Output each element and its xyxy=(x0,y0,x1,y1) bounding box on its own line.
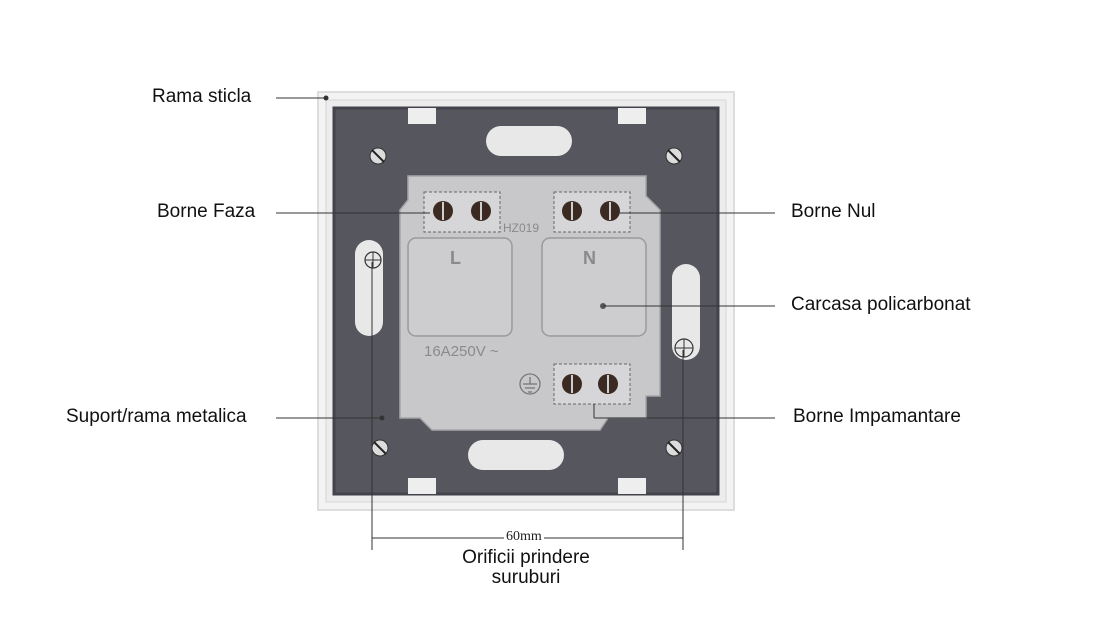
terminal-screw xyxy=(598,374,618,394)
label-borne-impamantare: Borne Impamantare xyxy=(793,406,961,427)
terminal-screw xyxy=(471,201,491,221)
label-carcasa-policarbonat: Carcasa policarbonat xyxy=(791,294,971,315)
corner-screw xyxy=(665,439,683,457)
metal-plate-rim xyxy=(332,106,720,496)
mounting-slot-left xyxy=(355,240,383,336)
mounting-hole-right xyxy=(674,338,694,358)
terminal-cover-line xyxy=(407,237,513,337)
mounting-slot-right xyxy=(672,264,700,360)
plate-notch xyxy=(408,478,436,494)
dimension-value: 60mm xyxy=(504,529,544,545)
rating-mark: 16A250V ~ xyxy=(424,343,499,360)
label-borne-nul: Borne Nul xyxy=(791,201,876,222)
caption-line-1: Orificii prindere xyxy=(462,547,590,568)
terminal-screw xyxy=(600,201,620,221)
corner-screw xyxy=(371,439,389,457)
corner-screw xyxy=(665,147,683,165)
plate-notch xyxy=(618,478,646,494)
terminal-screw xyxy=(433,201,453,221)
mounting-slot-bottom xyxy=(468,440,564,470)
ground-symbol-icon xyxy=(519,373,541,395)
plate-notch xyxy=(408,108,436,124)
suport-marker xyxy=(379,415,385,421)
label-rama-sticla: Rama sticla xyxy=(152,86,252,107)
model-mark: HZ019 xyxy=(503,221,539,235)
rama-sticla-marker xyxy=(323,95,329,101)
caption-line-2: suruburi xyxy=(491,567,561,588)
label-borne-faza: Borne Faza xyxy=(157,201,256,222)
terminal-screw xyxy=(562,201,582,221)
corner-screw xyxy=(369,147,387,165)
line-mark: L xyxy=(450,248,461,268)
mounting-slot-top xyxy=(486,126,572,156)
label-suport-rama-metalica: Suport/rama metalica xyxy=(66,406,247,427)
neutral-mark: N xyxy=(583,248,596,268)
terminal-screw xyxy=(562,374,582,394)
terminal-cover-neutral xyxy=(541,237,647,337)
mounting-hole-left xyxy=(364,251,382,269)
plate-notch xyxy=(618,108,646,124)
